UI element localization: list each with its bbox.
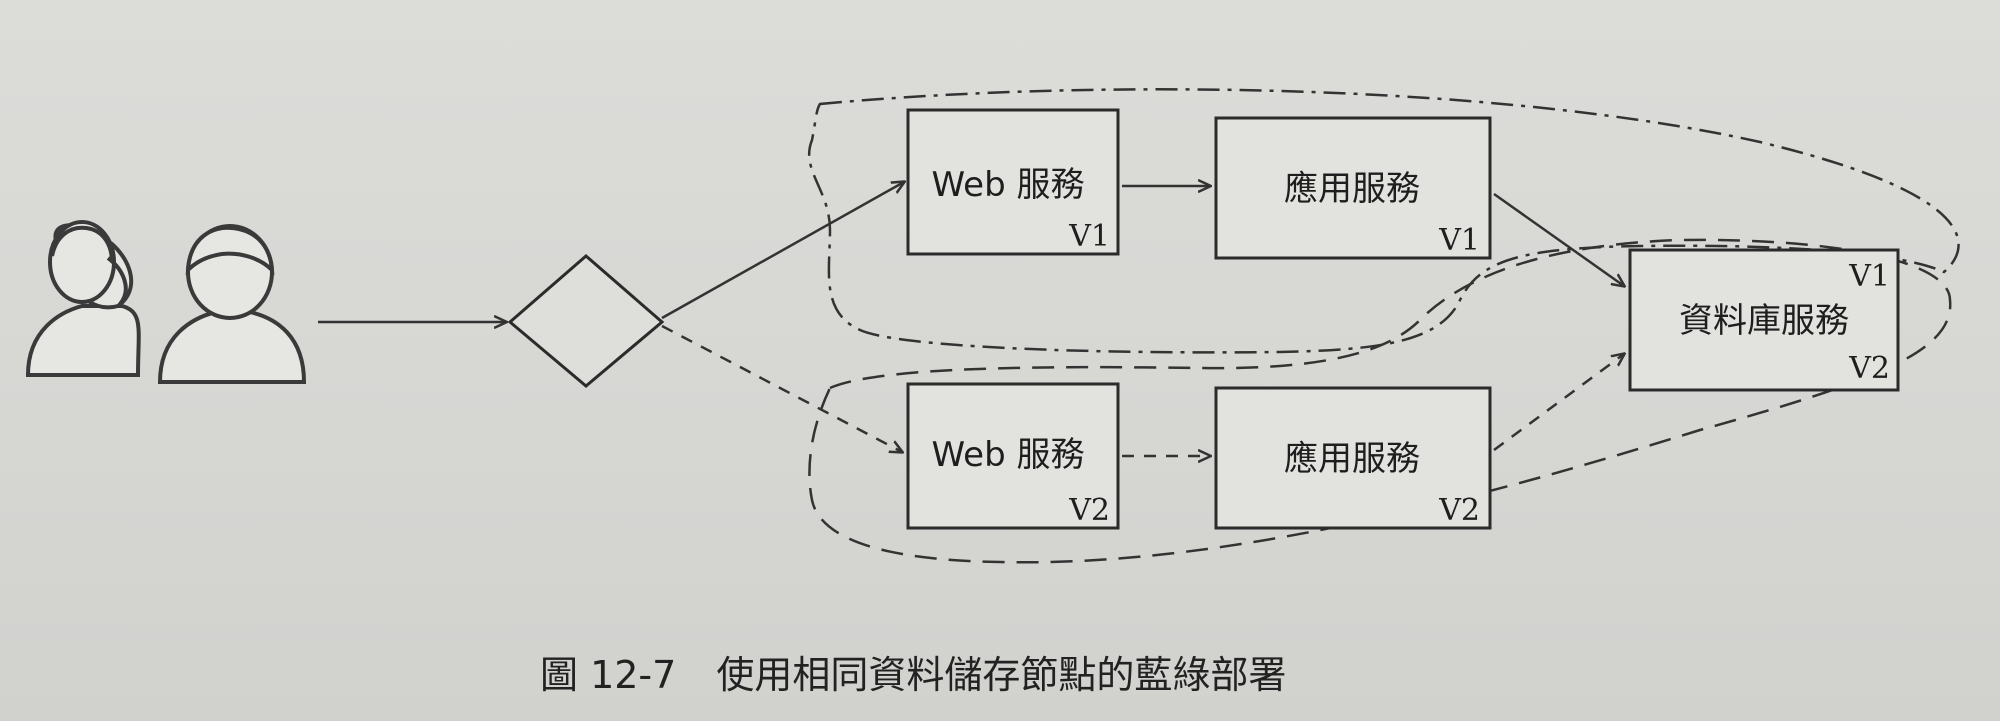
arrow-app-v1-to-db	[1493, 192, 1624, 286]
figure-title: 使用相同資料儲存節點的藍綠部署	[716, 653, 1286, 697]
arrow-router-to-web-v2	[661, 324, 902, 452]
web-service-v2-node: Web 服務 V2	[906, 382, 1120, 530]
figure-caption: 圖 12-7 使用相同資料儲存節點的藍綠部署	[540, 653, 1286, 697]
v1-group-outline	[807, 88, 1960, 354]
app-service-v2-version: V2	[1438, 493, 1480, 528]
figure-number: 圖 12-7	[540, 653, 676, 697]
app-service-v2-label: 應用服務	[1284, 439, 1420, 479]
user-male-icon	[157, 224, 307, 384]
arrow-router-to-web-v1	[661, 182, 904, 320]
user-female-icon	[25, 220, 141, 377]
v2-group-outline	[808, 238, 1952, 564]
users-icon	[25, 220, 307, 384]
web-service-v1-node: Web 服務 V1	[906, 108, 1120, 256]
database-service-version-v1: V1	[1848, 259, 1890, 294]
database-service-label: 資料庫服務	[1679, 301, 1849, 341]
database-service-version-v2: V2	[1848, 351, 1890, 386]
web-service-v1-version: V1	[1068, 219, 1110, 254]
app-service-v1-node: 應用服務 V1	[1214, 116, 1492, 260]
database-service-node: V1 資料庫服務 V2	[1628, 248, 1900, 392]
web-service-v2-version: V2	[1068, 493, 1110, 528]
router-diamond-icon	[507, 254, 665, 388]
app-service-v1-label: 應用服務	[1284, 169, 1420, 209]
app-service-v2-node: 應用服務 V2	[1214, 386, 1492, 530]
web-service-v2-label: Web 服務	[932, 435, 1085, 475]
arrow-app-v2-to-db	[1493, 354, 1624, 452]
app-service-v1-version: V1	[1438, 223, 1480, 258]
web-service-v1-label: Web 服務	[932, 165, 1085, 205]
